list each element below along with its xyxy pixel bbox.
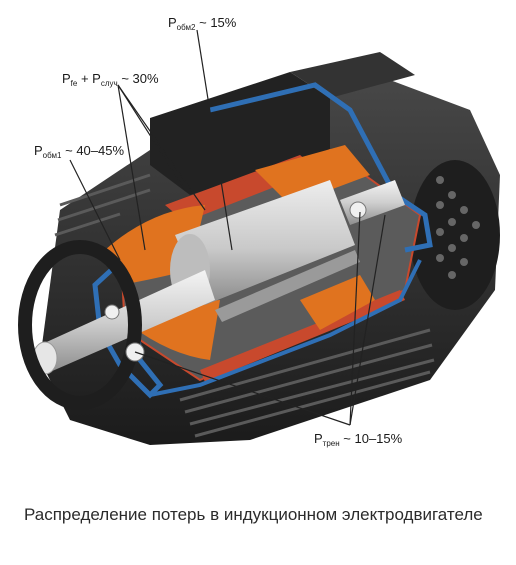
label-p-obm1: Pобм1 ~ 40–45% — [34, 143, 125, 161]
motor-cutaway-diagram — [18, 29, 500, 445]
label-p-obm2: Pобм2 ~ 15% — [168, 15, 237, 33]
cooling-fins — [54, 173, 435, 438]
front-end-shield — [18, 240, 142, 410]
label-p-fe: Pfe + Pслуч ~ 30% — [62, 71, 159, 89]
figure-caption: Распределение потерь в индукционном элек… — [24, 505, 483, 524]
label-p-tren: Pтрен ~ 10–15% — [314, 431, 403, 449]
leader-lines — [69, 29, 386, 426]
bearing-front-top — [104, 304, 120, 320]
fan-cover — [410, 160, 500, 310]
bearing-rear — [349, 201, 367, 219]
